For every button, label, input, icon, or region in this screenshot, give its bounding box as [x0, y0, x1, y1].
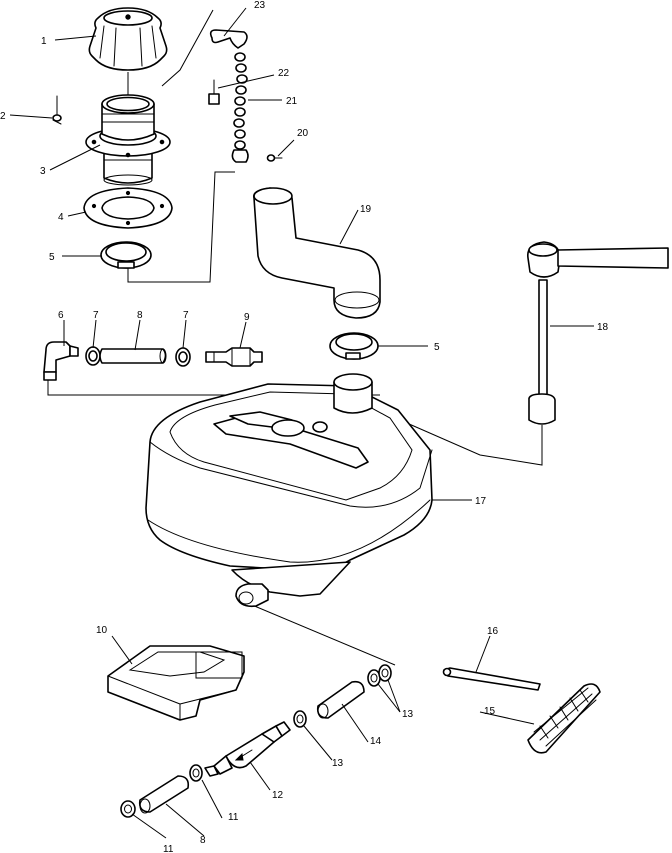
gasket-4: [83, 187, 173, 229]
callout-11-lower: 11: [163, 844, 174, 853]
connection-line-sender-to-tank: [399, 419, 543, 466]
screw-2: [52, 95, 62, 125]
fuel-fitting-9: [205, 347, 263, 367]
callout-2: 2: [0, 111, 6, 122]
strap-16: [442, 667, 541, 691]
connection-line-filler-to-tank: [127, 171, 235, 283]
callout-8-lower: 8: [200, 835, 206, 846]
filler-neck: [85, 94, 171, 186]
fuel-filter-12: [204, 721, 291, 777]
clamp-7-right: [175, 347, 191, 367]
hose-clamp-5-lower: [329, 332, 379, 360]
callout-12: 12: [272, 790, 284, 801]
connection-line-chain-guide: [161, 9, 214, 87]
fuel-line-14: [316, 680, 365, 719]
callout-18: 18: [597, 322, 609, 333]
callout-14: 14: [370, 736, 382, 747]
tether-pin-22: [208, 79, 220, 105]
clamp-13-upper: [367, 664, 392, 687]
screw-20: [266, 154, 283, 162]
callout-23: 23: [254, 0, 266, 11]
elbow-fitting-6: [43, 341, 79, 381]
clamp-11-upper: [189, 764, 203, 782]
filter-bracket-10: [107, 645, 245, 721]
hose-clamp-5-upper: [100, 241, 152, 269]
callout-7-left: 7: [93, 310, 99, 321]
callout-6: 6: [58, 310, 64, 321]
callout-7-right: 7: [183, 310, 189, 321]
tether-chain: [209, 29, 249, 163]
callout-13-lower: 13: [332, 758, 344, 769]
fuel-sender-18: [527, 241, 669, 425]
callout-8-upper: 8: [137, 310, 143, 321]
callout-10: 10: [96, 625, 108, 636]
leader-lines: [9, 7, 594, 839]
fuel-tank-17: [145, 373, 433, 608]
callout-4: 4: [58, 212, 64, 223]
fuel-line-8: [99, 348, 167, 364]
callout-17: 17: [475, 496, 487, 507]
callout-16: 16: [487, 626, 499, 637]
callout-labels: 1 2 3 4 5 5 6 7 7 8 8 9 10 11 11 12 13 1…: [0, 0, 609, 853]
filler-hose-19: [253, 187, 381, 319]
connection-line-outlet-to-filter: [251, 604, 396, 666]
clamp-13-lower: [293, 710, 307, 728]
callout-5-upper: 5: [49, 252, 55, 263]
clamp-7-left: [85, 346, 101, 366]
callout-19: 19: [360, 204, 372, 215]
callout-5-lower: 5: [434, 342, 440, 353]
callout-15: 15: [484, 706, 496, 717]
callout-11-upper: 11: [228, 812, 239, 823]
callout-13-upper: 13: [402, 709, 414, 720]
filler-cap: [88, 7, 168, 71]
callout-9: 9: [244, 312, 250, 323]
fuel-line-8-lower: [138, 775, 190, 814]
callout-20: 20: [297, 128, 309, 139]
callout-22: 22: [278, 68, 290, 79]
callout-1: 1: [41, 36, 47, 47]
filter-screen-15: [527, 683, 601, 754]
callout-3: 3: [40, 166, 46, 177]
callout-21: 21: [286, 96, 298, 107]
clamp-11-lower: [120, 800, 136, 818]
